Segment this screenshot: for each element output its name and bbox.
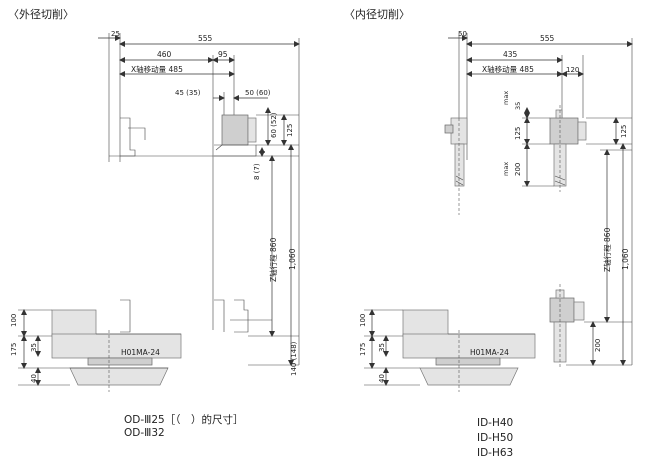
left-dim-175: 175 bbox=[10, 343, 18, 356]
left-dim-460: 460 bbox=[157, 50, 172, 59]
left-caption-1: OD-Ⅲ25［（ ）的尺寸］ bbox=[124, 414, 244, 426]
left-dim-25: 25 bbox=[111, 30, 120, 38]
right-dim-50: 50 bbox=[458, 30, 467, 38]
right-dim-125a: 125 bbox=[514, 127, 522, 140]
right-dim-200a: 200 bbox=[514, 163, 522, 176]
right-dim-555: 555 bbox=[540, 34, 555, 43]
right-dim-35b: 35 bbox=[378, 343, 386, 352]
left-dim-35: 35 bbox=[30, 343, 38, 352]
right-dim-1060: 1,060 bbox=[621, 248, 630, 270]
right-dim-40: 40 bbox=[378, 374, 386, 383]
right-dim-200b: 200 bbox=[594, 339, 602, 352]
right-dim-435: 435 bbox=[503, 50, 518, 59]
right-caption-1: ID-H40 bbox=[477, 417, 514, 429]
left-dim-8: 8 (7) bbox=[253, 163, 261, 180]
right-machine-label: H01MA-24 bbox=[470, 348, 509, 357]
left-dim-95: 95 bbox=[218, 50, 228, 59]
right-x-travel: X轴移动量 485 bbox=[482, 64, 534, 74]
left-dim-45: 45 (35) bbox=[175, 89, 201, 97]
left-dim-60: 60 (52) bbox=[270, 112, 278, 138]
od-cutting-diagram: 〈外径切削〉 25 555 460 95 X轴移动量 485 45 (35) 5… bbox=[8, 7, 300, 392]
left-dim-100: 100 bbox=[10, 314, 18, 327]
left-dim-140: 140 (148) bbox=[290, 341, 298, 376]
right-max-1: max bbox=[502, 91, 510, 105]
left-dim-1060: 1,060 bbox=[288, 248, 297, 270]
id-cutting-diagram: 〈内径切削〉 50 555 435 120 X轴移动量 485 max bbox=[344, 7, 633, 392]
right-dim-120: 120 bbox=[566, 66, 579, 74]
right-dim-175: 175 bbox=[359, 343, 367, 356]
right-dim-125b: 125 bbox=[620, 125, 628, 138]
right-dim-35: 35 bbox=[514, 102, 522, 110]
left-title: 〈外径切削〉 bbox=[8, 7, 74, 21]
left-dim-555: 555 bbox=[198, 34, 213, 43]
left-dim-50: 50 (60) bbox=[245, 89, 271, 97]
left-machine-label: H01MA-24 bbox=[121, 348, 160, 357]
right-title: 〈内径切削〉 bbox=[344, 7, 410, 21]
right-caption-3: ID-H63 bbox=[477, 447, 514, 459]
right-caption-2: ID-H50 bbox=[477, 432, 514, 444]
left-dim-125: 125 bbox=[286, 124, 294, 137]
left-x-travel: X轴移动量 485 bbox=[131, 64, 183, 74]
left-dim-40: 40 bbox=[30, 374, 38, 383]
right-max-2: max bbox=[502, 162, 510, 176]
right-dim-100: 100 bbox=[359, 314, 367, 327]
left-z-travel: Z轴行程 860 bbox=[268, 237, 278, 282]
left-caption-2: OD-Ⅲ32 bbox=[124, 427, 165, 439]
right-z-travel: Z轴行程 860 bbox=[602, 227, 612, 272]
